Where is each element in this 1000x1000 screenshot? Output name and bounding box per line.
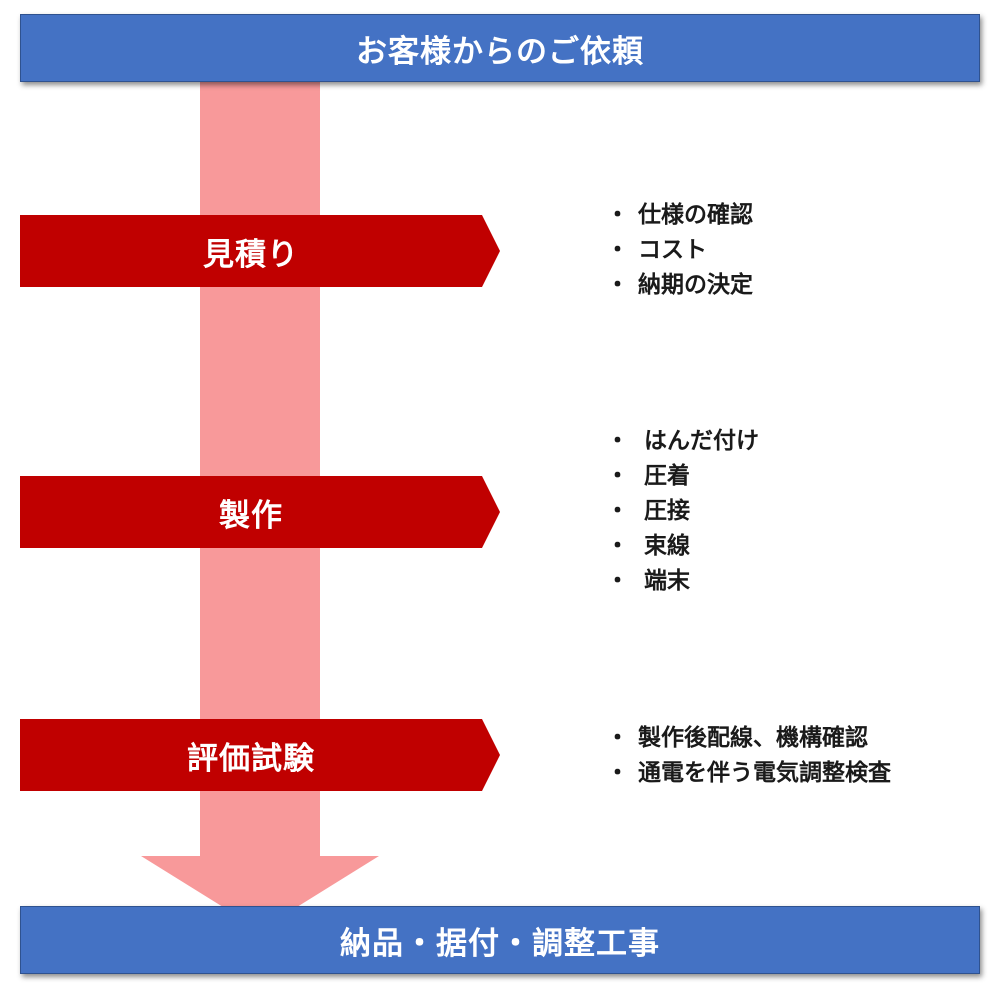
stage-estimate: 見積り xyxy=(20,215,500,287)
stage-testing-label: 評価試験 xyxy=(187,740,315,777)
bullet: ・ xyxy=(606,428,629,454)
list-item: ・端末 xyxy=(606,564,759,599)
stage-testing: 評価試験 xyxy=(20,719,500,791)
stage-production-label: 製作 xyxy=(219,497,283,534)
stage-testing-pentagon xyxy=(20,719,500,791)
stage-estimate-label: 見積り xyxy=(203,236,299,273)
bullet: ・ xyxy=(606,463,629,489)
list-item: ・圧接 xyxy=(606,494,759,529)
list-item: ・束線 xyxy=(606,529,759,564)
list-item: ・圧着 xyxy=(606,459,759,494)
customer-request-label: お客様からのご依頼 xyxy=(356,33,644,70)
testing-details: ・製作後配線、機構確認 ・通電を伴う電気調整検査 xyxy=(606,721,891,791)
list-item: ・コスト xyxy=(606,233,753,268)
stage-production-pentagon xyxy=(20,476,500,548)
list-item: ・通電を伴う電気調整検査 xyxy=(606,756,891,791)
bullet: ・ xyxy=(606,725,629,751)
bullet: ・ xyxy=(606,237,629,263)
estimate-details: ・仕様の確認 ・コスト ・納期の決定 xyxy=(606,198,753,303)
list-item: ・納期の決定 xyxy=(606,268,753,303)
production-details: ・はんだ付け ・圧着 ・圧接 ・束線 ・端末 xyxy=(606,424,759,599)
list-item: ・仕様の確認 xyxy=(606,198,753,233)
bullet: ・ xyxy=(606,498,629,524)
bullet: ・ xyxy=(606,568,629,594)
delivery-bar: 納品・据付・調整工事 xyxy=(20,906,980,974)
list-item: ・製作後配線、機構確認 xyxy=(606,721,891,756)
list-item: ・はんだ付け xyxy=(606,424,759,459)
bullet: ・ xyxy=(606,533,629,559)
delivery-label: 納品・据付・調整工事 xyxy=(340,925,660,962)
stage-estimate-pentagon xyxy=(20,215,500,287)
customer-request-bar: お客様からのご依頼 xyxy=(20,14,980,82)
bullet: ・ xyxy=(606,202,629,228)
bullet: ・ xyxy=(606,272,629,298)
stage-production: 製作 xyxy=(20,476,500,548)
bullet: ・ xyxy=(606,760,629,786)
